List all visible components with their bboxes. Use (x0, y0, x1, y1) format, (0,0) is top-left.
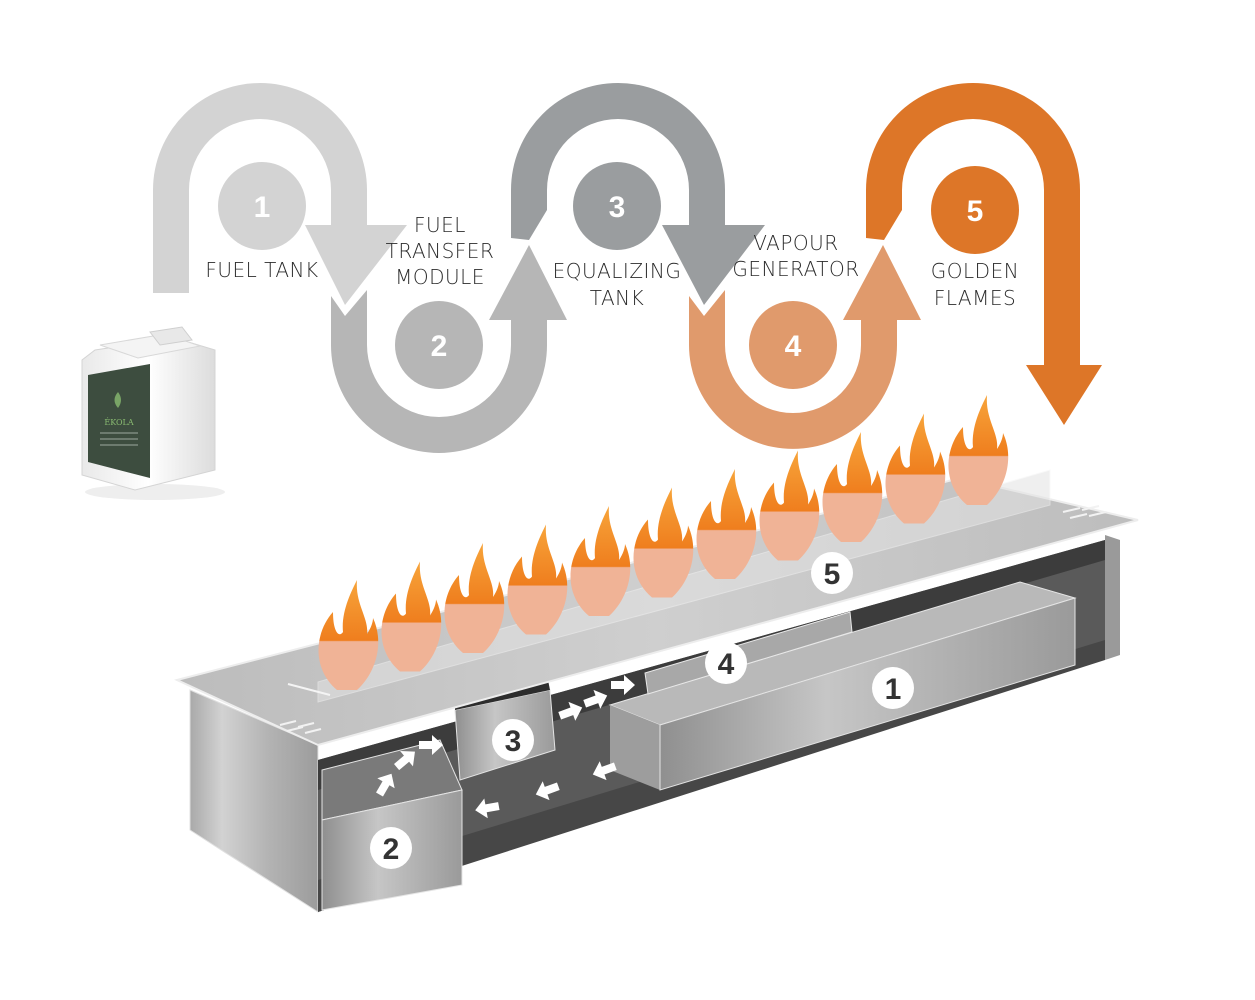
flame-icon (696, 469, 757, 579)
step-2-number: 2 (431, 330, 448, 363)
component-transfer-module (321, 739, 463, 911)
step-4-number: 4 (785, 330, 802, 363)
svg-text:4: 4 (718, 648, 735, 681)
step-5-label-line-2: FLAMES (934, 286, 1016, 310)
step-5-arrow: 5 GOLDEN FLAMES (866, 83, 1102, 425)
step-2-circle (395, 301, 483, 389)
flame-icon (885, 413, 946, 524)
flow-arrow-icon (583, 689, 608, 709)
flow-arrow-icon (558, 701, 583, 721)
component-vapour-generator (644, 611, 853, 695)
flame-icon (570, 506, 631, 616)
flow-arrow-icon (475, 798, 500, 819)
svg-text:2: 2 (383, 833, 400, 866)
flow-arrow-icon (535, 781, 560, 801)
fuel-canister-icon: ÉKOLA (81, 326, 225, 500)
flame-icon (759, 450, 820, 561)
badge-2: 2 (370, 827, 412, 869)
step-4-label-line-2: GENERATOR (732, 257, 859, 281)
badge-1: 1 (872, 667, 914, 709)
step-1-number: 1 (254, 191, 271, 224)
flame-icon (381, 561, 442, 672)
step-4-circle (749, 301, 837, 389)
badge-5: 5 (811, 552, 853, 594)
step-3-label-line-2: TANK (590, 286, 644, 310)
flame-icon (318, 580, 379, 690)
arch-arrow-icon (153, 83, 407, 305)
component-fuel-tank (608, 581, 1077, 791)
flame-icon (444, 543, 505, 653)
step-3-arrow: 3 EQUALIZING TANK (511, 83, 765, 310)
step-2-arrow: 2 FUEL TRANSFER MODULE (331, 213, 567, 453)
u-arrow-icon (331, 245, 567, 453)
step-4-label-line-1: VAPOUR (753, 231, 838, 255)
step-4-arrow: 4 VAPOUR GENERATOR (689, 231, 921, 449)
step-5-number: 5 (967, 195, 984, 228)
flame-icon (948, 395, 1009, 505)
flame-icon (633, 487, 694, 598)
flame-icon (507, 524, 568, 635)
flame-row (318, 395, 1009, 690)
svg-text:1: 1 (885, 673, 902, 706)
step-3-number: 3 (609, 191, 626, 224)
arch-arrow-icon (866, 83, 1102, 425)
burner-right-wall (1105, 535, 1120, 660)
process-flow: 1 FUEL TANK 2 FUEL TRANSFER MODULE 3 EQU… (153, 83, 1102, 453)
svg-text:5: 5 (824, 558, 841, 591)
step-5-label-line-1: GOLDEN (931, 259, 1019, 283)
step-3-circle (573, 162, 661, 250)
u-arrow-icon (689, 245, 921, 449)
svg-text:3: 3 (505, 725, 522, 758)
step-3-label-line-1: EQUALIZING (553, 259, 682, 283)
burner-cutaway: 1 2 3 4 5 (174, 395, 1139, 913)
flow-arrow-icon (592, 761, 617, 781)
flow-arrow-icon (376, 773, 395, 797)
step-2-label-line-2: TRANSFER (386, 239, 495, 263)
flow-arrow-icon (611, 675, 635, 695)
step-1-circle (218, 162, 306, 250)
flow-arrow-icon (394, 751, 415, 771)
step-1-arrow: 1 FUEL TANK (153, 83, 407, 305)
badge-3: 3 (492, 719, 534, 761)
vent-slots (279, 505, 1107, 734)
canister-brand: ÉKOLA (104, 418, 133, 427)
flame-icon (822, 432, 883, 542)
step-2-label-line-1: FUEL (414, 213, 466, 237)
step-5-circle (931, 166, 1019, 254)
flow-arrow-icon (419, 735, 443, 755)
burner-badges: 1 2 3 4 5 (370, 552, 914, 869)
step-2-label-line-3: MODULE (395, 265, 485, 289)
step-1-label: FUEL TANK (205, 258, 318, 282)
flow-arrows (376, 675, 635, 819)
badge-4: 4 (705, 642, 747, 684)
arch-arrow-icon (511, 83, 765, 305)
